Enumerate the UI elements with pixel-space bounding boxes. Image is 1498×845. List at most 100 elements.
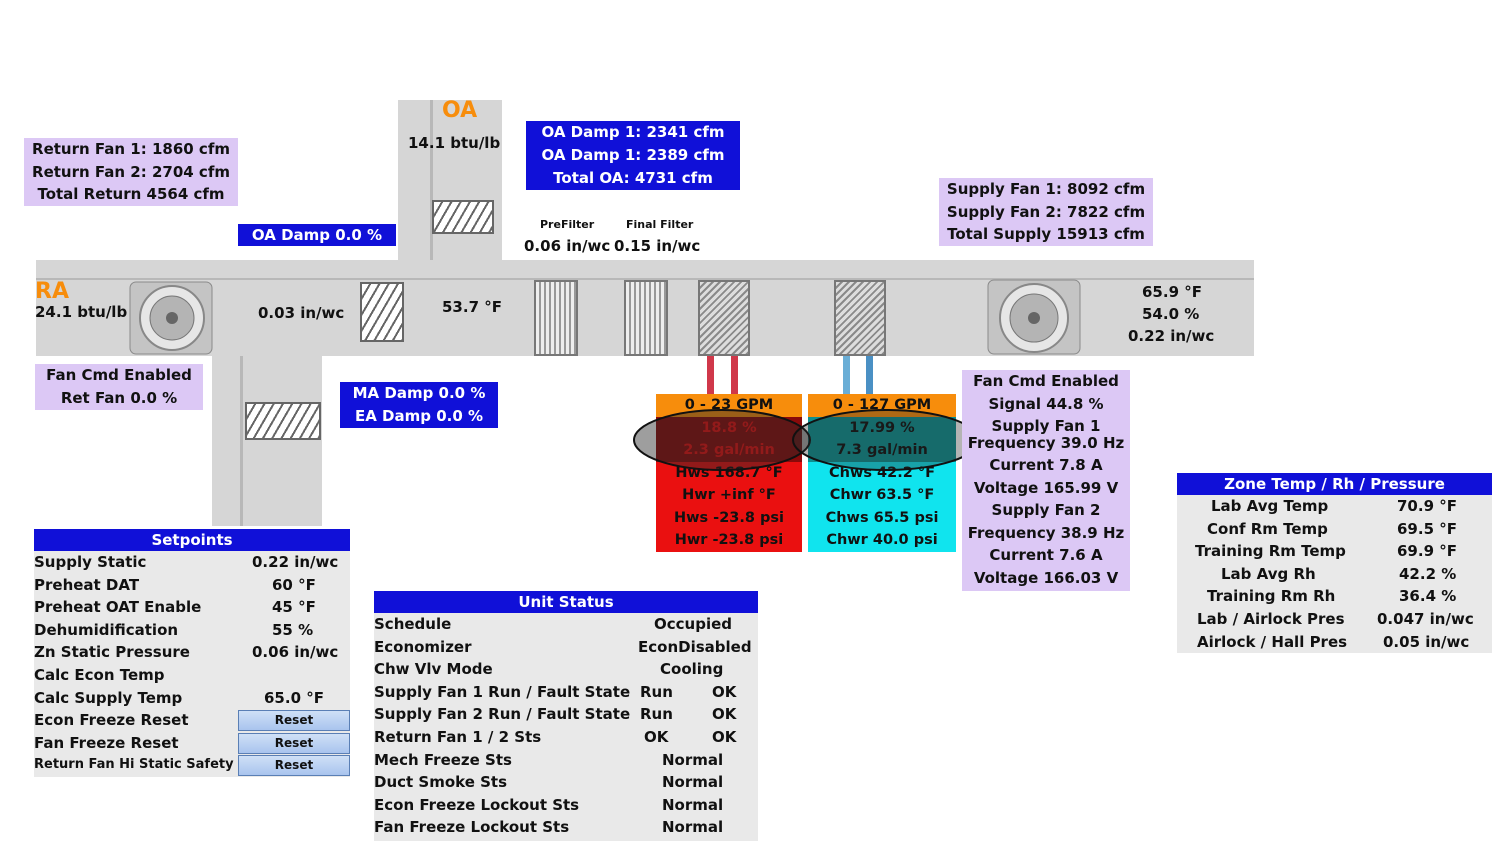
supply-fan-1-title: Supply Fan 1 [991, 417, 1101, 435]
final-filter-icon [624, 280, 668, 356]
return-fan-2-flow: Return Fan 2: 2704 cfm [32, 162, 230, 181]
supply-fan-2-frequency: Frequency 38.9 Hz [967, 523, 1125, 542]
total-oa-flow: Total OA: 4731 cfm [526, 167, 740, 190]
chw-valve-position: 17.99 % [808, 416, 956, 439]
supply-fan-cmd: Fan Cmd Enabled [973, 372, 1119, 390]
hw-return-pressure: Hwr -23.8 psi [656, 529, 802, 552]
supply-fan-1-frequency: Frequency 39.0 Hz [967, 433, 1125, 452]
oa-duct-edge [430, 100, 433, 280]
return-fan-status-panel: Fan Cmd Enabled Ret Fan 0.0 % [35, 364, 203, 410]
exhaust-damper-icon [245, 402, 321, 440]
chw-return-pressure: Chwr 40.0 psi [808, 529, 956, 552]
hw-valve-position: 18.8 % [656, 416, 802, 439]
fan-freeze-reset-button[interactable]: Reset [238, 733, 350, 754]
heating-highlight-ellipse [633, 409, 811, 471]
discharge-temp: 65.9 °F [1142, 283, 1202, 301]
supply-fan-2-voltage: Voltage 166.03 V [973, 568, 1119, 587]
ra-enthalpy: 24.1 btu/lb [35, 303, 128, 321]
main-duct-top-edge [36, 278, 1254, 280]
table-row: Fan Freeze Reset [34, 733, 179, 752]
return-fan-speed: Ret Fan 0.0 % [60, 388, 178, 407]
hw-flow: 2.3 gal/min [656, 439, 802, 462]
hw-supply-pressure: Hws -23.8 psi [656, 506, 802, 529]
return-fan-1-flow: Return Fan 1: 1860 cfm [32, 140, 230, 158]
cooling-highlight-ellipse [792, 409, 980, 471]
setpoints-title: Setpoints [34, 529, 350, 551]
return-fan-hi-static-reset-button[interactable]: Reset [238, 755, 350, 776]
total-supply-flow: Total Supply 15913 cfm [947, 225, 1145, 243]
ra-label: RA [35, 279, 69, 304]
prefilter-label: PreFilter [540, 218, 595, 231]
econ-freeze-reset-button[interactable]: Reset [238, 710, 350, 731]
zone-table-title: Zone Temp / Rh / Pressure [1177, 473, 1492, 495]
chw-supply-pressure: Chws 65.5 psi [808, 506, 956, 529]
ma-damper-position: MA Damp 0.0 % [340, 382, 498, 405]
exhaust-duct [212, 356, 322, 526]
supply-fan-signal: Signal 44.8 % [988, 394, 1104, 413]
table-row: Calc Econ Temp [34, 665, 165, 684]
oa-damper-position: OA Damp 0.0 % [238, 224, 396, 246]
final-filter-label: Final Filter [626, 218, 694, 231]
mixed-air-damper-icon [360, 282, 404, 342]
oa-flow-panel: OA Damp 1: 2341 cfm OA Damp 1: 2389 cfm … [526, 121, 740, 190]
supply-fan-1-voltage: Voltage 165.99 V [973, 478, 1119, 497]
highlight-ellipses [633, 409, 980, 471]
return-fan-cmd: Fan Cmd Enabled [46, 366, 192, 384]
table-row: Econ Freeze Reset [34, 711, 189, 730]
hw-return-pipe [731, 356, 738, 394]
exhaust-duct-edge [240, 356, 243, 526]
final-filter-dp: 0.15 in/wc [614, 237, 701, 255]
unit-status-title: Unit Status [374, 591, 758, 613]
oa-enthalpy: 14.1 btu/lb [408, 134, 501, 152]
chw-return-temp: Chwr 63.5 °F [808, 484, 956, 507]
ea-damper-position: EA Damp 0.0 % [340, 405, 498, 428]
oa-damp-2-flow: OA Damp 1: 2389 cfm [526, 144, 740, 167]
hw-return-temp: Hwr +inf °F [656, 484, 802, 507]
supply-fan-2-flow: Supply Fan 2: 7822 cfm [946, 202, 1146, 221]
total-return-flow: Total Return 4564 cfm [37, 185, 225, 203]
discharge-static: 0.22 in/wc [1128, 327, 1215, 345]
supply-fan-status-panel: Fan Cmd Enabled Signal 44.8 % Supply Fan… [962, 370, 1130, 591]
mixed-air-temp: 53.7 °F [442, 298, 502, 316]
table-row: Return Fan Hi Static Safety [34, 757, 234, 773]
chw-flow: 7.3 gal/min [808, 439, 956, 462]
supply-fan-2-current: Current 7.6 A [989, 546, 1103, 564]
supply-fan-1-flow: Supply Fan 1: 8092 cfm [946, 180, 1146, 198]
cooling-panel: 0 - 127 GPM 17.99 % 7.3 gal/min Chws 42.… [808, 394, 956, 552]
hw-supply-pipe [707, 356, 714, 394]
chw-return-pipe [866, 356, 873, 394]
supply-fan-flow-panel: Supply Fan 1: 8092 cfm Supply Fan 2: 782… [939, 178, 1153, 246]
heating-coil-icon [698, 280, 750, 356]
oa-damp-1-flow: OA Damp 1: 2341 cfm [526, 121, 740, 144]
return-fan-icon [129, 281, 213, 355]
supply-fan-2-title: Supply Fan 2 [991, 501, 1101, 519]
prefilter-dp: 0.06 in/wc [524, 237, 611, 255]
oa-duct [398, 100, 502, 260]
oa-damper-icon [432, 200, 494, 234]
